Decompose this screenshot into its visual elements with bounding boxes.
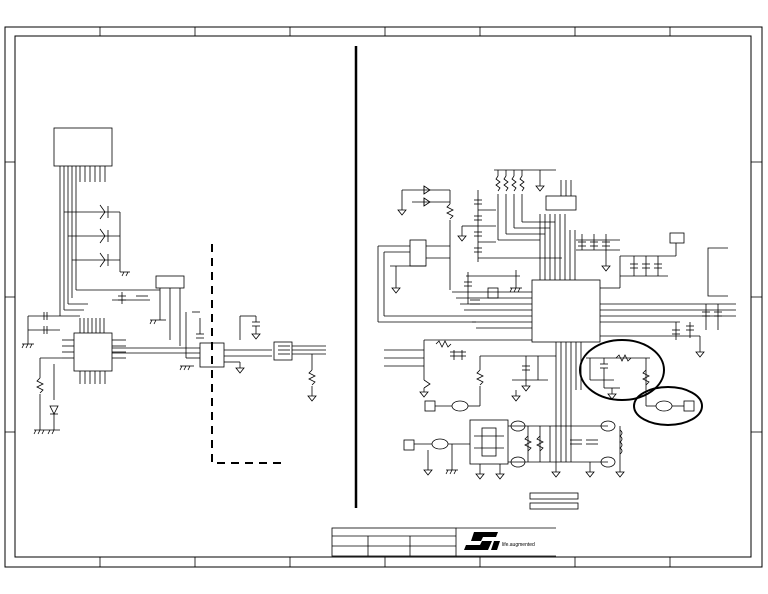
st-logo: life.augmented <box>464 532 535 550</box>
cap-stack <box>457 190 562 262</box>
protection-network <box>64 204 130 277</box>
label-bar-1 <box>529 492 579 500</box>
caps-right <box>600 304 722 358</box>
led-indicator <box>33 357 62 435</box>
label-bar-2 <box>529 502 579 510</box>
edge-bracket <box>707 247 728 297</box>
dashed-boundary <box>211 244 282 464</box>
highlight-circle-2 <box>633 386 703 426</box>
connector-j5 <box>683 400 695 412</box>
logo-tagline: life.augmented <box>502 542 535 548</box>
ferrite-connector-1 <box>424 400 480 412</box>
mcu-pins-bottom <box>555 342 582 462</box>
circled-network-1 <box>586 354 650 406</box>
input-network <box>384 339 556 406</box>
relay <box>409 239 427 267</box>
left-circuit <box>21 127 326 464</box>
crystal-package <box>155 275 185 289</box>
ic-u1-pins <box>62 318 126 384</box>
right-circuit <box>377 169 736 510</box>
ferrite-connector-2 <box>403 438 470 476</box>
mcu-pins-left <box>452 291 532 329</box>
highlight-circle-1 <box>579 339 665 401</box>
st-logo-mark <box>464 532 498 550</box>
output-connector <box>273 341 293 361</box>
bridge-block <box>469 419 625 480</box>
ic-u1 <box>73 332 113 372</box>
connector-block <box>53 127 113 167</box>
caps-right-top <box>576 234 620 272</box>
regulator <box>545 195 577 211</box>
ic-mcu <box>531 279 601 343</box>
connector-pins <box>59 166 106 316</box>
connector-j4 <box>403 439 415 451</box>
mcu-pins-top <box>539 214 576 280</box>
mcu-pins-right <box>600 287 736 323</box>
pullup-resistors <box>494 169 555 241</box>
connector-j3 <box>424 400 436 412</box>
crystal <box>487 287 499 299</box>
sheet-border <box>4 26 763 568</box>
title-block <box>331 527 556 557</box>
decoupling-caps-left <box>21 312 60 349</box>
connector-j2 <box>669 232 685 244</box>
diodes-top <box>397 185 454 290</box>
circled-network-2 <box>646 400 695 412</box>
